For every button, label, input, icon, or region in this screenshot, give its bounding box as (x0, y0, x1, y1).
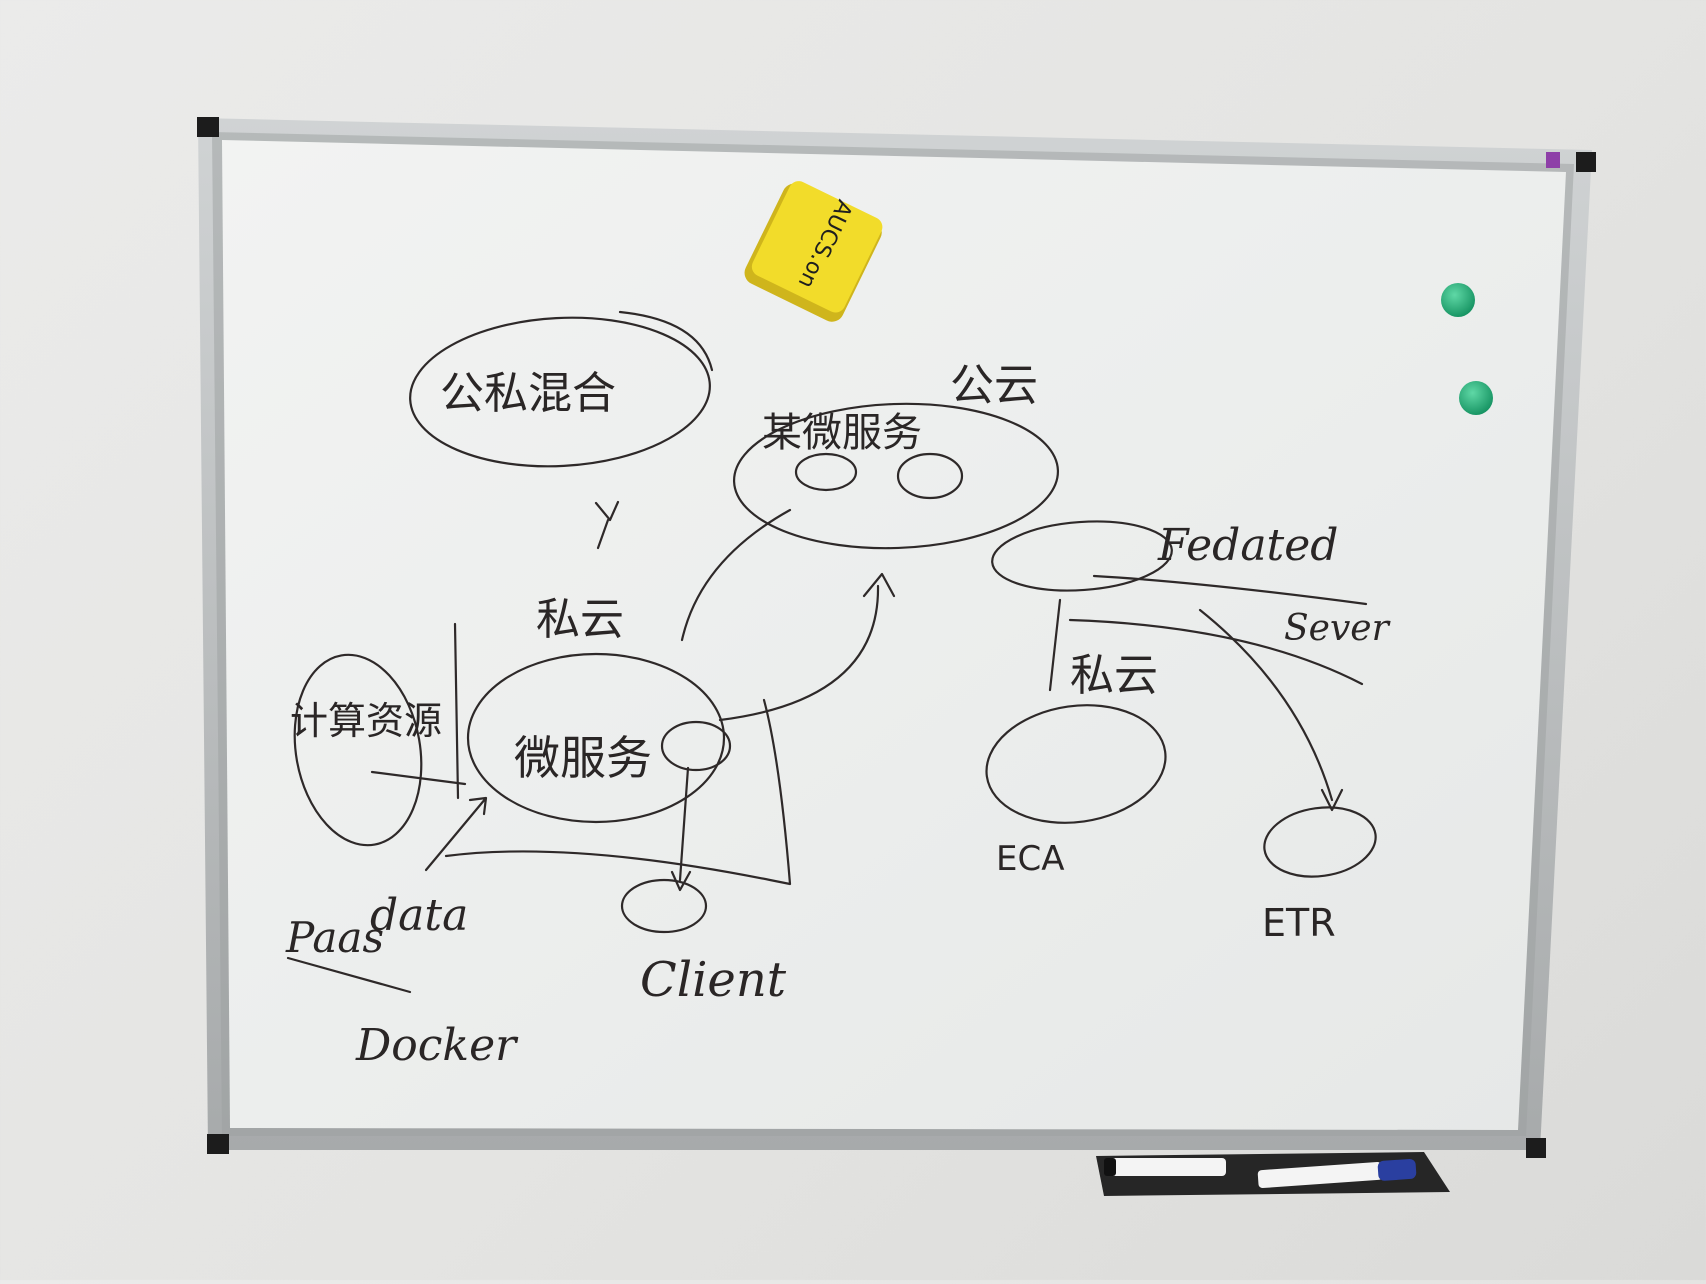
label-code-a: ECA (996, 839, 1064, 879)
green-magnet (1459, 381, 1493, 415)
hand-drawn-strokes (286, 310, 1377, 994)
whiteboard-surface (222, 140, 1566, 1130)
label-client: Client (640, 952, 787, 1008)
frame-corner (207, 1134, 229, 1154)
blue-marker-cap (1377, 1158, 1417, 1181)
label-federated: Fedated (1157, 520, 1338, 571)
label-hybrid-cloud: 公私混合 (440, 368, 616, 419)
label-data: data (370, 890, 468, 941)
black-marker-cap (1104, 1158, 1116, 1176)
whiteboard-labels: 公私混合 公云 某微服务 私云 微服务 计算资源 私云 Fedated Seve… (285, 360, 1391, 1071)
label-docker: Docker (355, 1020, 519, 1071)
green-magnet (1441, 283, 1475, 317)
label-resources: 计算资源 (290, 699, 442, 743)
frame-corner (1576, 152, 1596, 172)
whiteboard-eraser: AUCS.on (744, 181, 883, 322)
label-public-microservice: 某微服务 (762, 410, 922, 456)
label-private-cloud-right: 私云 (1070, 650, 1158, 701)
black-marker (1108, 1158, 1226, 1176)
label-public-cloud: 公云 (950, 360, 1038, 411)
blue-marker (1257, 1161, 1383, 1189)
label-server: Sever (1284, 608, 1391, 649)
label-private-cloud-top: 私云 (536, 594, 624, 645)
label-microservice: 微服务 (514, 731, 652, 785)
frame-corner (1526, 1138, 1546, 1158)
marker-tray (1096, 1152, 1450, 1196)
frame-corner (197, 117, 219, 137)
label-code-b: ETR (1262, 901, 1336, 945)
label-paas: Paas (285, 913, 384, 962)
purple-magnet (1546, 152, 1560, 168)
